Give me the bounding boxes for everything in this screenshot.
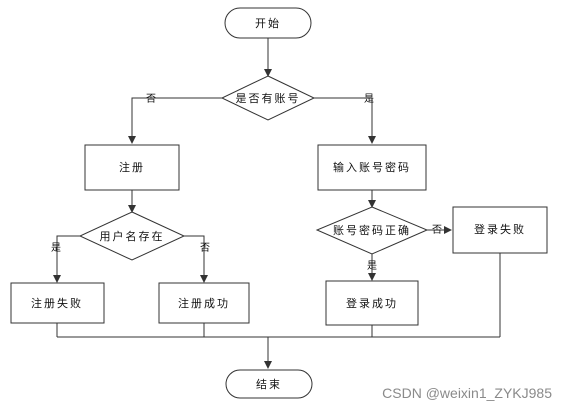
input-credentials-label: 输入账号密码 [333,160,411,174]
start-node: 开始 [224,7,312,39]
register-label: 注册 [119,160,145,174]
login-success-node: 登录成功 [325,280,419,326]
has-account-label: 是否有账号 [236,91,301,105]
start-label: 开始 [255,16,281,30]
credentials-correct-label: 账号密码正确 [333,223,411,237]
edge-label-credentials-no: 否 [432,224,442,236]
register-failed-label: 注册失败 [31,296,83,310]
has-account-decision: 是否有账号 [220,75,316,121]
register-success-node: 注册成功 [158,282,250,324]
edge-label-no: 否 [146,93,156,105]
watermark: CSDN @weixin1_ZYKJ985 [382,385,552,401]
register-success-label: 注册成功 [178,296,230,310]
login-success-label: 登录成功 [346,296,398,310]
end-label: 结束 [256,378,282,391]
username-exists-decision: 用户名存在 [78,211,186,261]
edge-username-no-to-success [184,235,208,283]
login-failed-label: 登录失败 [474,222,526,236]
edge-no-to-register [128,97,222,144]
login-failed-node: 登录失败 [452,206,548,254]
input-credentials-node: 输入账号密码 [317,144,427,191]
edge-username-yes-to-fail [53,235,80,283]
edge-yes-to-input [314,97,376,144]
edge-label-yes: 是 [364,93,374,105]
register-failed-node: 注册失败 [10,282,105,324]
register-node: 注册 [84,144,180,191]
edge-label-credentials-yes: 是 [367,260,377,272]
end-node: 结束 [225,369,313,399]
connectors [53,38,501,369]
edge-label-username-yes: 是 [51,242,61,254]
credentials-correct-decision: 账号密码正确 [315,206,429,255]
edge-label-username-no: 否 [200,242,210,254]
username-exists-label: 用户名存在 [100,229,165,243]
